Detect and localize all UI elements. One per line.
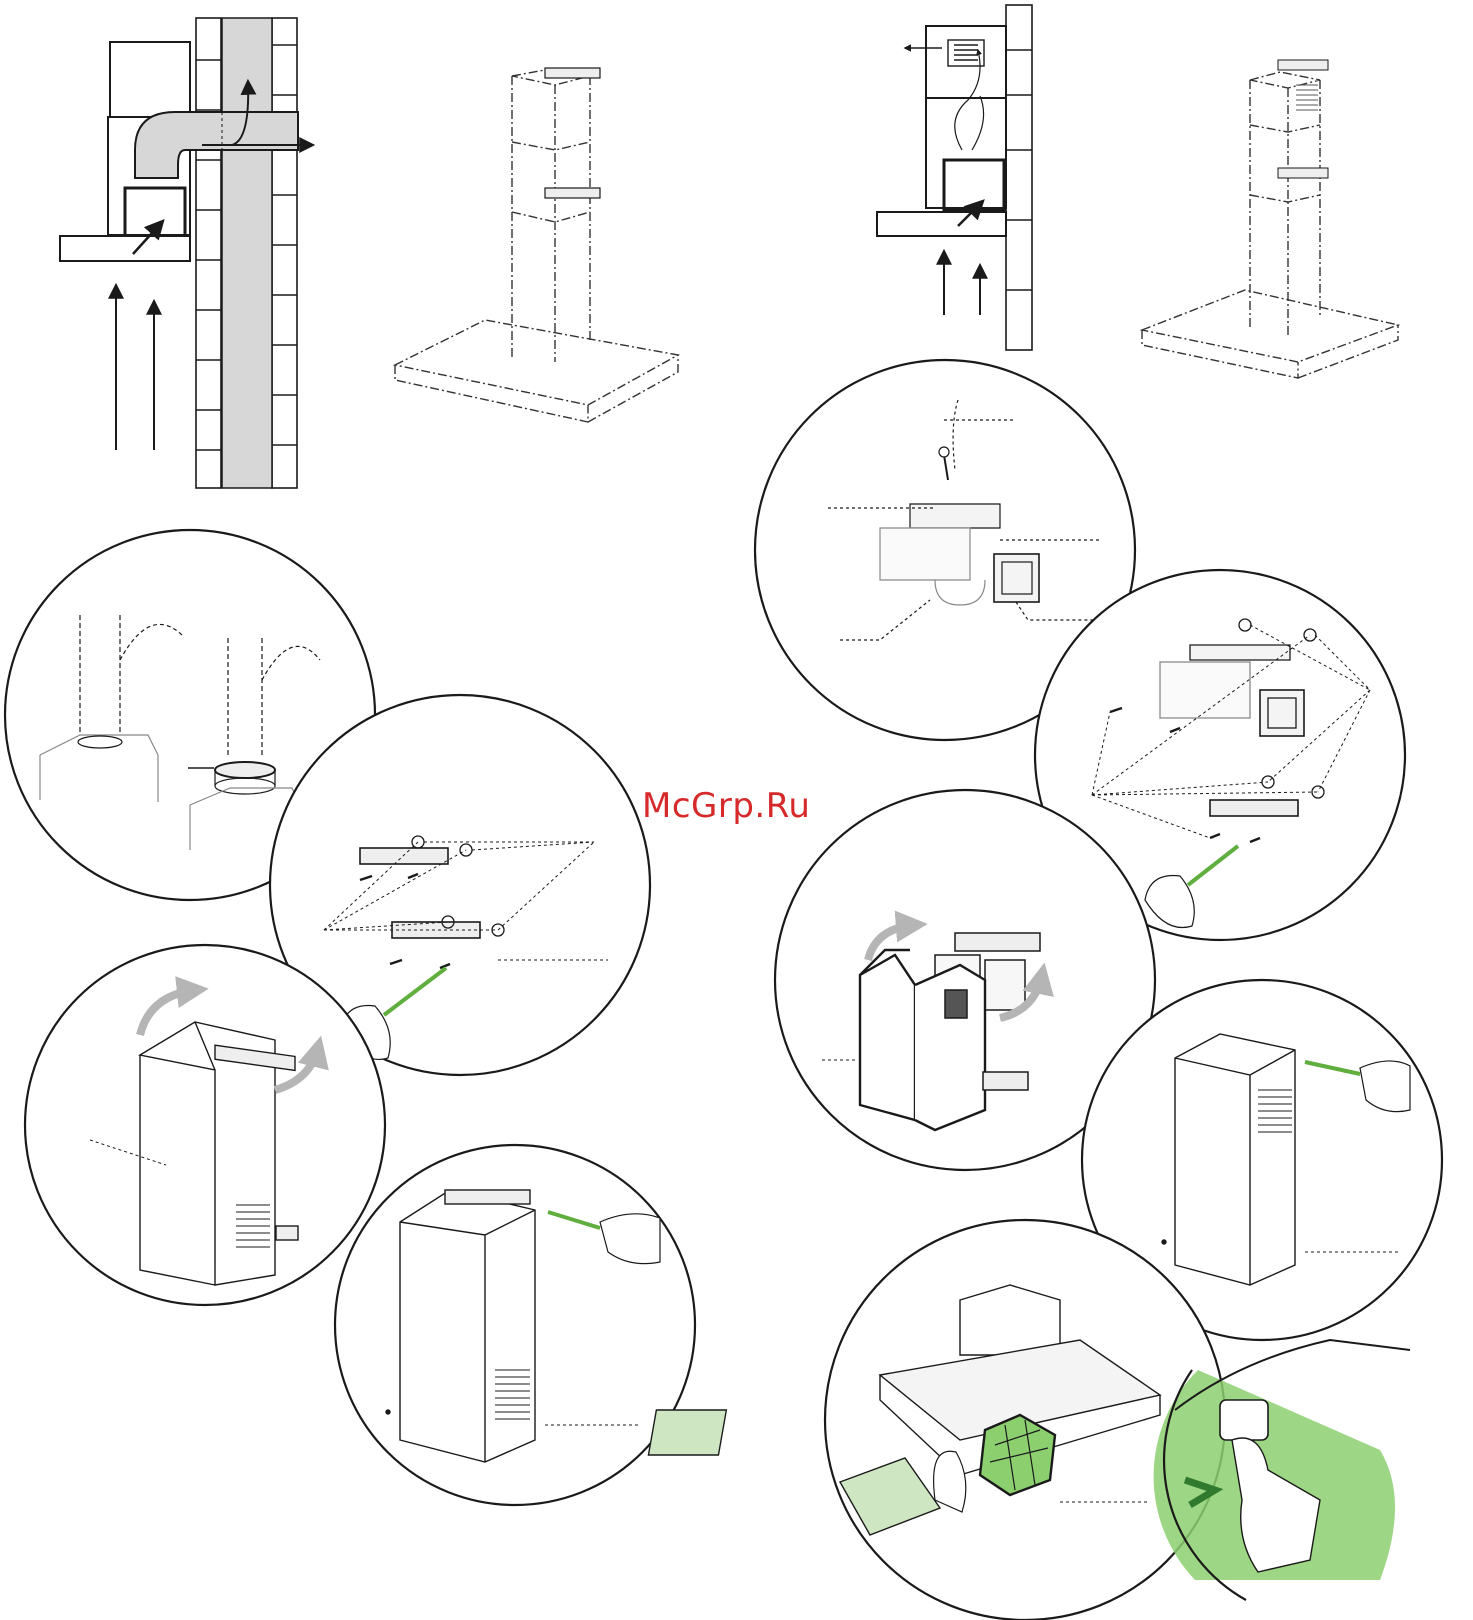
chimney-fitting-left [25, 945, 385, 1305]
ducted-chimney-outline [395, 70, 678, 422]
filter-clip-detail [1154, 1340, 1410, 1600]
recirculation-diagram [877, 5, 1032, 350]
chimney-screw-fixing-left [335, 1145, 695, 1505]
upper-chimney-brackets [545, 68, 600, 198]
watermark-text: McGrp.Ru [642, 786, 810, 826]
recirculation-chimney-outline [1142, 72, 1398, 378]
ducted-extraction-diagram [60, 18, 312, 488]
filter-removal-detail [648, 1220, 1225, 1620]
